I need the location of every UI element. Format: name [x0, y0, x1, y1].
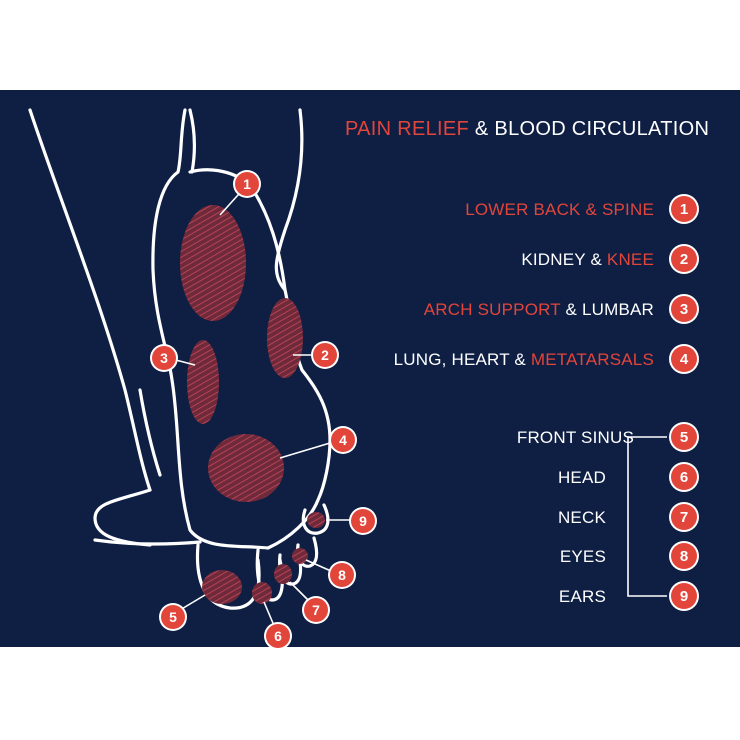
- zone-1-area: [180, 205, 246, 321]
- zone-row-4: LUNG, HEART & METATARSALS: [394, 350, 654, 370]
- zone-8-area: [292, 548, 308, 564]
- foot-marker-5: 5: [161, 605, 185, 629]
- toe-row-8: EYES: [559, 547, 606, 566]
- leg-outline-right: [274, 108, 304, 292]
- title-highlight: PAIN RELIEF: [345, 118, 470, 140]
- back-heel-outline: [93, 488, 152, 547]
- zone-1-label: LOWER BACK & SPINE: [465, 200, 654, 219]
- foot-marker-7: 7: [304, 598, 328, 622]
- ankle-line: [188, 108, 197, 174]
- zone-3-badge: 3: [671, 296, 697, 322]
- toe-7-badge: 7: [671, 504, 697, 530]
- zone-1-badge: 1: [671, 196, 697, 222]
- zone-4-label-a: LUNG, HEART &: [393, 350, 531, 369]
- foot-marker-2: 2: [313, 343, 337, 367]
- zone-2-label-b: KNEE: [606, 250, 654, 269]
- zone-3-label-a: ARCH SUPPORT: [423, 300, 561, 319]
- zone-2-badge: 2: [671, 246, 697, 272]
- toe-row-7: NECK: [557, 508, 606, 527]
- zone-row-3: ARCH SUPPORT & LUMBAR: [424, 300, 654, 320]
- foot-marker-8: 8: [330, 563, 354, 587]
- toe-8-badge: 8: [671, 543, 697, 569]
- zone-2-area: [267, 298, 303, 378]
- leg-outline-inner: [138, 388, 162, 477]
- diagram-panel: [0, 90, 740, 647]
- title-rest: & BLOOD CIRCULATION: [469, 118, 710, 140]
- foot-marker-4: 4: [331, 428, 355, 452]
- zone-4-badge: 4: [671, 346, 697, 372]
- foot-illustration: [28, 108, 667, 636]
- toe-5-badge: 5: [671, 424, 697, 450]
- leader-4: [279, 439, 341, 459]
- zone-row-2: KIDNEY & KNEE: [521, 250, 654, 270]
- zone-row-1: LOWER BACK & SPINE: [465, 200, 654, 220]
- foot-marker-3: 3: [152, 346, 176, 370]
- zone-7-area: [274, 564, 292, 584]
- ground-line: [93, 538, 202, 546]
- sole-outline: [151, 108, 332, 550]
- toe-5-outline: [301, 503, 330, 535]
- foot-marker-1: 1: [235, 172, 259, 196]
- zone-3-area: [187, 340, 219, 424]
- zone-5-area: [202, 570, 242, 604]
- zone-4-label-b: METATARSALS: [530, 350, 654, 369]
- toe-row-5: FRONT SINUS: [516, 428, 634, 447]
- toe-6-badge: 6: [671, 464, 697, 490]
- leg-outline-left: [28, 108, 152, 492]
- zone-2-label-a: KIDNEY &: [521, 250, 607, 269]
- zone-6-area: [252, 582, 272, 604]
- toe-9-badge: 9: [671, 583, 697, 609]
- zone-4-area: [208, 434, 284, 502]
- toe-row-6: HEAD: [557, 468, 606, 487]
- toes-bracket: [627, 436, 667, 597]
- foot-marker-9: 9: [351, 509, 375, 533]
- page-title: PAIN RELIEF & BLOOD CIRCULATION: [345, 118, 725, 141]
- zone-3-label-b: & LUMBAR: [560, 300, 654, 319]
- foot-marker-6: 6: [266, 624, 290, 648]
- toe-row-9: EARS: [558, 587, 606, 606]
- zone-9-area: [307, 512, 325, 528]
